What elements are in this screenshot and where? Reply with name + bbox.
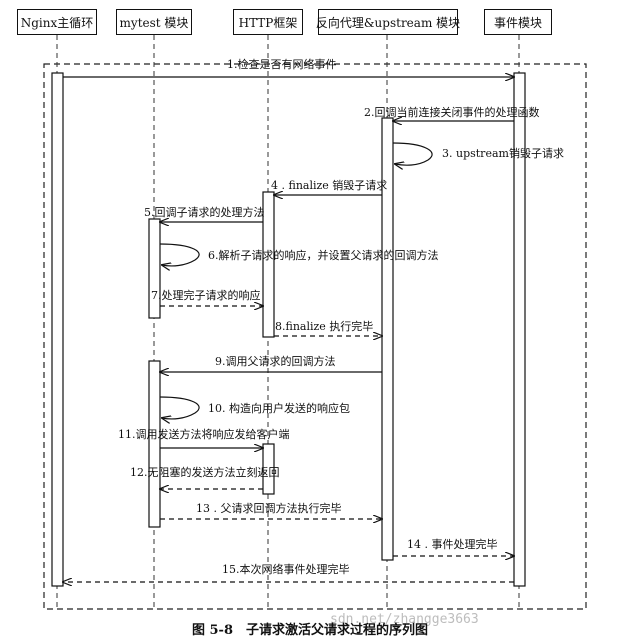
message-arrow-6 xyxy=(159,243,200,266)
message-label-12: 12.无阻塞的发送方法立刻返回 xyxy=(130,466,280,479)
activation-http-1 xyxy=(262,191,275,338)
message-label-11: 11.调用发送方法将响应发给客户端 xyxy=(118,428,290,441)
participant-event-module: 事件模块 xyxy=(484,9,552,35)
message-label-1: 1.检查是否有网络事件 xyxy=(227,58,337,71)
activation-event xyxy=(513,72,526,587)
message-label-2: 2.回调当前连接关闭事件的处理函数 xyxy=(364,106,540,119)
message-label-9: 9.调用父请求的回调方法 xyxy=(215,355,336,368)
outer-frame xyxy=(43,63,587,610)
activation-mytest-1 xyxy=(148,218,161,319)
watermark: sdn.net/zhangge3663 xyxy=(330,612,479,627)
message-label-15: 15.本次网络事件处理完毕 xyxy=(222,563,350,576)
message-arrow-10 xyxy=(159,396,200,419)
message-label-14: 14 . 事件处理完毕 xyxy=(407,538,498,551)
message-label-7: 7.处理完子请求的响应 xyxy=(151,289,261,302)
message-label-8: 8.finalize 执行完毕 xyxy=(275,320,374,333)
participant-upstream-module: 反向代理&upstream 模块 xyxy=(316,9,460,35)
participant-mytest-module: mytest 模块 xyxy=(116,9,192,35)
message-label-4: 4 . finalize 销毁子请求 xyxy=(271,179,388,192)
participant-nginx-main-loop: Nginx主循环 xyxy=(17,9,97,35)
activation-http-2 xyxy=(262,443,275,495)
activation-nginx xyxy=(51,72,64,587)
message-label-3: 3. upstream销毁子请求 xyxy=(442,147,564,160)
figure-caption: 图 5-8 子请求激活父请求过程的序列图 xyxy=(191,623,428,638)
message-label-10: 10. 构造向用户发送的响应包 xyxy=(208,402,350,415)
participant-http-framework: HTTP框架 xyxy=(233,9,303,35)
message-label-13: 13 . 父请求回调方法执行完毕 xyxy=(196,502,342,515)
activation-mytest-2 xyxy=(148,360,161,528)
message-label-5: 5.回调子请求的处理方法 xyxy=(144,206,265,219)
message-arrow-3 xyxy=(392,142,433,165)
message-label-6: 6.解析子请求的响应，并设置父请求的回调方法 xyxy=(208,249,439,262)
